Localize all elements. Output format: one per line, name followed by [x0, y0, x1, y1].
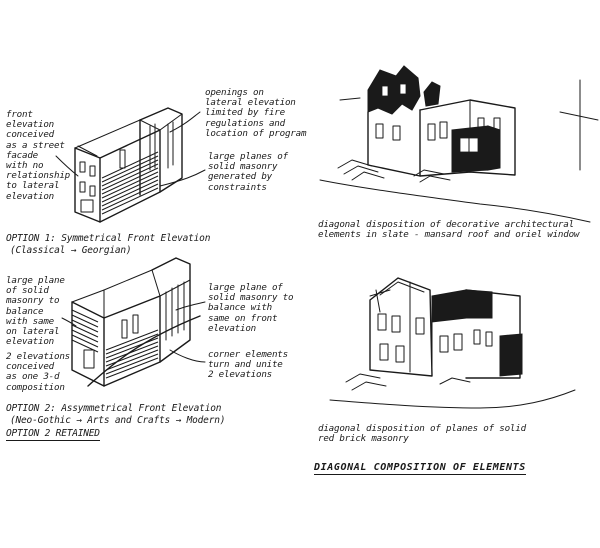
option2-heading: OPTION 2: Assymmetrical Front Elevation [6, 403, 222, 414]
footer-title: DIAGONAL COMPOSITION OF ELEMENTS [314, 462, 526, 475]
option2-building-sketch [61, 257, 206, 387]
option1-subheading: (Classical → Georgian) [10, 245, 132, 256]
option1-building-sketch [55, 107, 206, 223]
option1-heading: OPTION 1: Symmetrical Front Elevation [6, 233, 211, 244]
perspective-bottom-caption: diagonal disposition of planes of solid … [318, 423, 526, 445]
option2-left-note-bottom: 2 elevations conceived as one 3-d compos… [6, 351, 70, 393]
option2-right-note-bottom: corner elements turn and unite 2 elevati… [208, 349, 288, 381]
option2-subheading: (Neo-Gothic → Arts and Crafts → Modern) [10, 415, 226, 426]
option1-right-note-bottom: large planes of solid masonry generated … [208, 151, 288, 193]
perspective-top-caption: diagonal disposition of decorative archi… [318, 219, 580, 241]
option2-retained-label: OPTION 2 RETAINED [6, 428, 100, 441]
perspective-top-sketch [319, 65, 599, 223]
option1-left-note: front elevation conceived as a street fa… [6, 109, 70, 202]
option1-right-note-top: openings on lateral elevation limited by… [205, 87, 307, 139]
option2-left-note-top: large plane of solid masonry to balance … [6, 275, 65, 348]
option2-right-note-top: large plane of solid masonry to balance … [208, 282, 294, 334]
perspective-bottom-sketch [329, 277, 576, 409]
